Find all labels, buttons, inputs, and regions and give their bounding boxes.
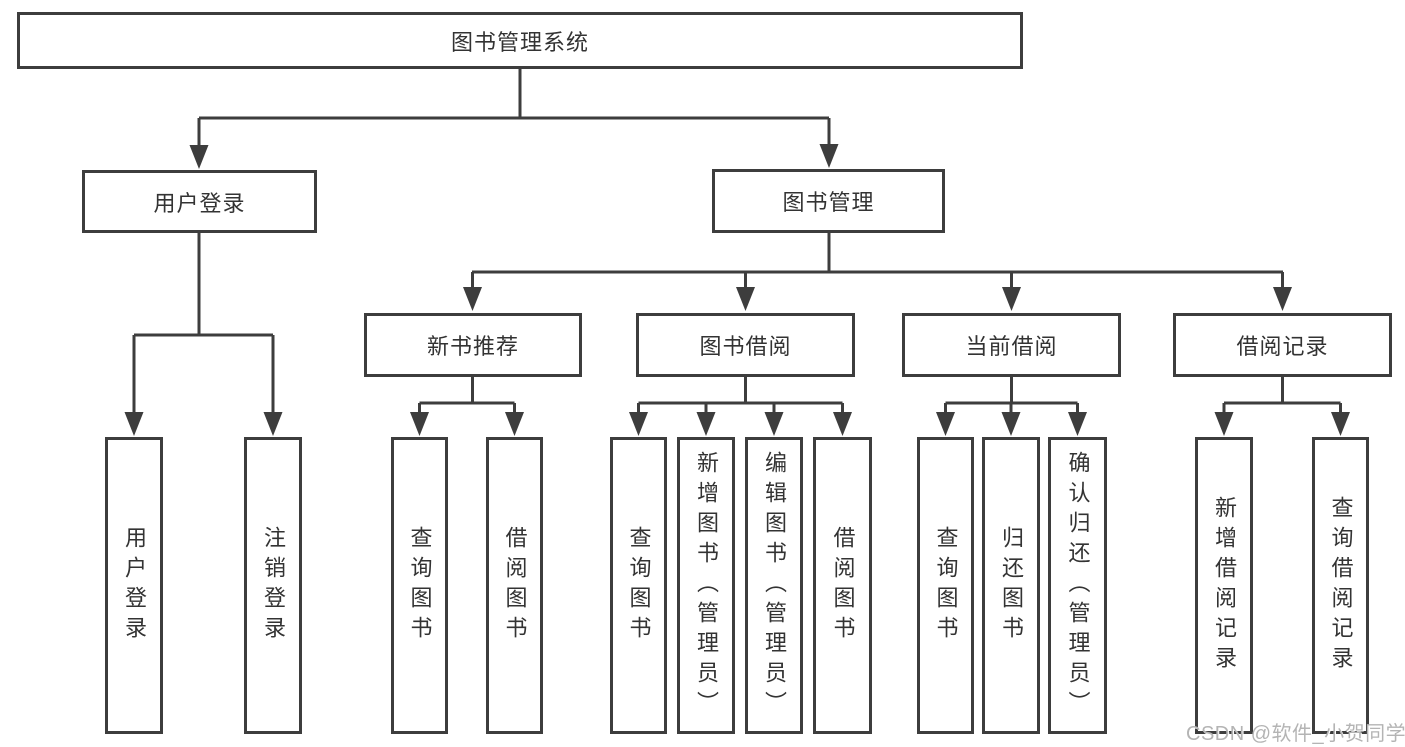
connector-current-borrow-to-leaves	[936, 377, 1087, 436]
leaf-logout: 注销登录	[244, 437, 302, 734]
leaf-edit-book-admin: 编辑图书（管理员）	[745, 437, 803, 734]
csdn-watermark: CSDN @软件_小贺同学	[1186, 723, 1405, 745]
node-user-login: 用户登录	[82, 170, 317, 233]
node-book-borrowing: 图书借阅	[636, 313, 855, 377]
connector-book-mgmt-to-level3	[463, 233, 1292, 311]
connector-root-to-level2	[189, 69, 839, 169]
node-current-borrowing: 当前借阅	[902, 313, 1121, 377]
connector-book-borrow-to-leaves	[629, 377, 852, 436]
leaf-borrow-books-recommend: 借阅图书	[486, 437, 543, 734]
leaf-query-books-recommend: 查询图书	[391, 437, 448, 734]
leaf-query-books-current: 查询图书	[917, 437, 974, 734]
leaf-confirm-return-admin: 确认归还（管理员）	[1048, 437, 1107, 734]
node-new-book-recommend: 新书推荐	[364, 313, 582, 377]
connector-new-book-to-leaves	[410, 377, 524, 436]
node-book-management: 图书管理	[712, 169, 945, 233]
connector-user-login-to-leaves	[124, 233, 283, 436]
node-root-library-system: 图书管理系统	[17, 12, 1023, 69]
node-borrowing-records: 借阅记录	[1173, 313, 1392, 377]
leaf-add-borrow-record: 新增借阅记录	[1195, 437, 1253, 734]
leaf-query-books-borrowing: 查询图书	[610, 437, 667, 734]
connector-borrow-record-to-leaves	[1214, 377, 1350, 436]
leaf-borrow-books-borrowing: 借阅图书	[813, 437, 872, 734]
leaf-user-login: 用户登录	[105, 437, 163, 734]
leaf-return-books: 归还图书	[982, 437, 1040, 734]
leaf-add-book-admin: 新增图书（管理员）	[677, 437, 735, 734]
leaf-query-borrow-record: 查询借阅记录	[1312, 437, 1369, 734]
